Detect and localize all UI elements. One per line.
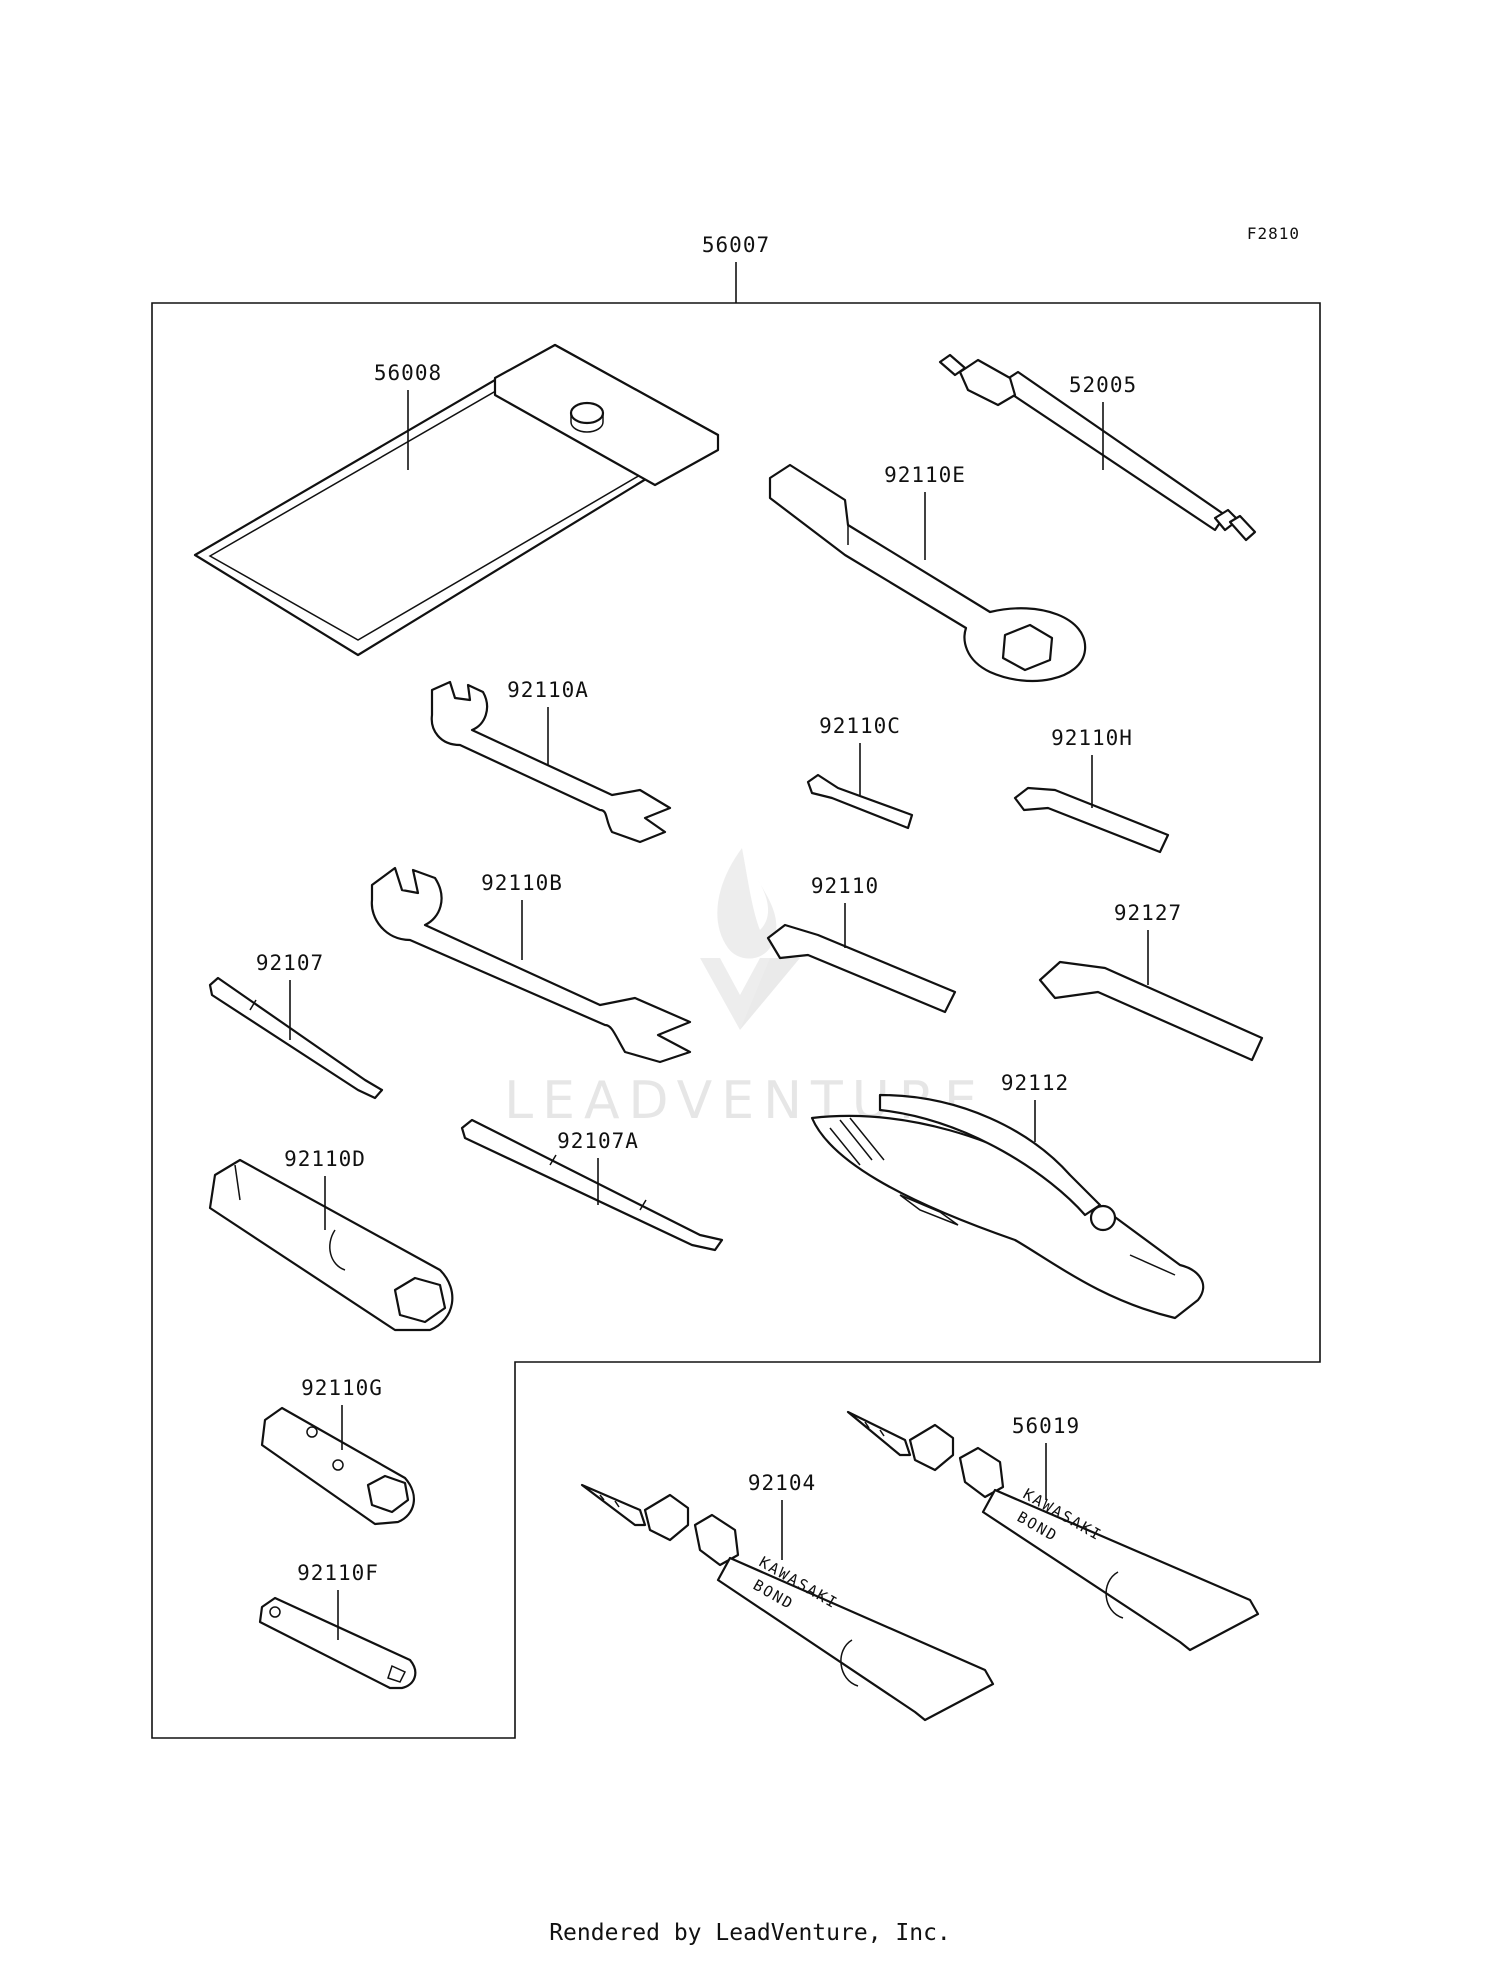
label-92110B[interactable]: 92110B xyxy=(481,871,563,895)
bond-tube-56019: KAWASAKI BOND xyxy=(846,1410,1260,1652)
label-56019[interactable]: 56019 xyxy=(1012,1414,1080,1438)
kit-frame xyxy=(151,302,1321,1739)
label-56007[interactable]: 56007 xyxy=(702,233,770,257)
hex-key-92110 xyxy=(766,923,957,1014)
label-92107[interactable]: 92107 xyxy=(256,951,324,975)
screwdriver-double xyxy=(460,1118,724,1252)
tool-pouch xyxy=(193,343,720,657)
label-92110D[interactable]: 92110D xyxy=(284,1147,366,1171)
bond-tube-92104: KAWASAKI BOND xyxy=(580,1483,995,1722)
screwdriver-bit xyxy=(208,976,384,1100)
label-92104[interactable]: 92104 xyxy=(748,1471,816,1495)
open-wrench-large xyxy=(370,866,692,1064)
label-92110G[interactable]: 92110G xyxy=(301,1376,383,1400)
socket-wrench xyxy=(208,1158,454,1332)
figure-code: F2810 xyxy=(1247,224,1300,243)
hex-key-small xyxy=(806,773,914,830)
label-52005[interactable]: 52005 xyxy=(1069,373,1137,397)
label-92110H[interactable]: 92110H xyxy=(1051,726,1133,750)
pliers xyxy=(810,1093,1205,1320)
label-92107A[interactable]: 92107A xyxy=(557,1129,639,1153)
plug-wrench xyxy=(260,1406,415,1526)
hex-key-medium xyxy=(1013,786,1170,854)
tire-gauge xyxy=(938,353,1257,542)
box-wrench xyxy=(768,463,1087,683)
label-56008[interactable]: 56008 xyxy=(374,361,442,385)
label-92110[interactable]: 92110 xyxy=(811,874,879,898)
label-92112[interactable]: 92112 xyxy=(1001,1071,1069,1095)
label-92110F[interactable]: 92110F xyxy=(297,1561,379,1585)
label-92110A[interactable]: 92110A xyxy=(507,678,589,702)
label-92127[interactable]: 92127 xyxy=(1114,901,1182,925)
hex-key-large xyxy=(1038,960,1264,1062)
open-wrench-small xyxy=(430,680,672,844)
footer-credit: Rendered by LeadVenture, Inc. xyxy=(549,1920,951,1946)
handle-bar xyxy=(258,1596,417,1690)
label-92110C[interactable]: 92110C xyxy=(819,714,901,738)
label-92110E[interactable]: 92110E xyxy=(884,463,966,487)
